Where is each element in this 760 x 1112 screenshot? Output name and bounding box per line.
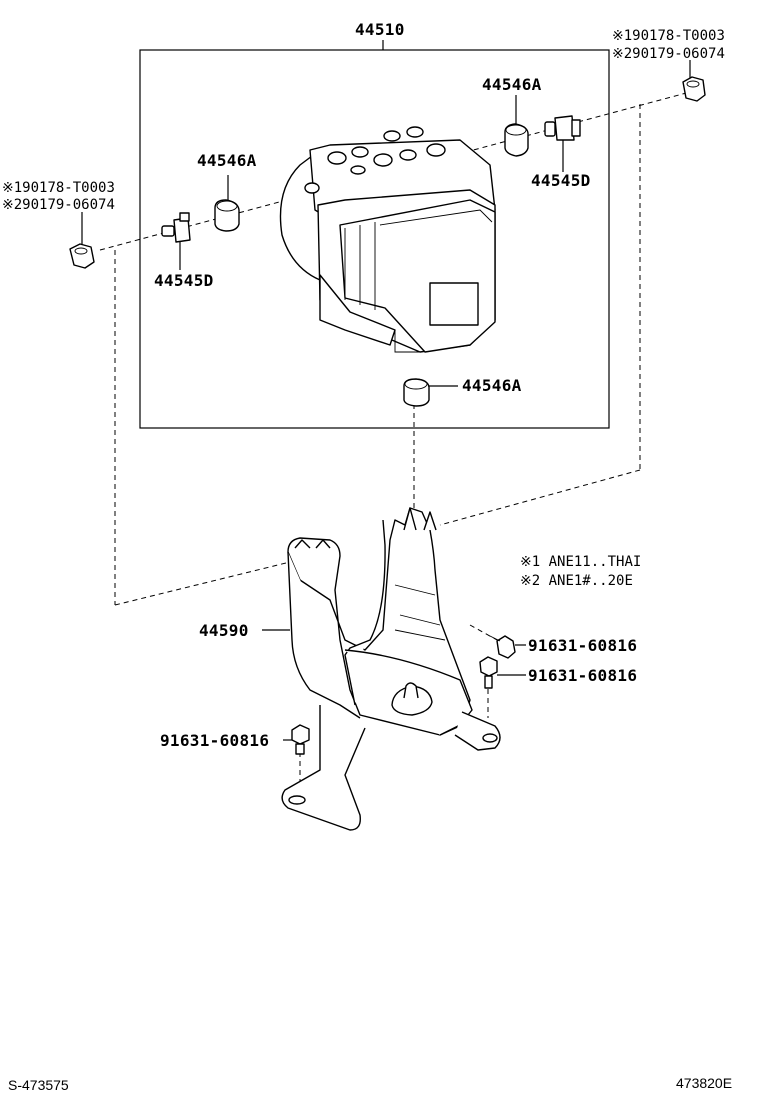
label-bolt-b: 91631-60816 xyxy=(528,666,637,685)
bolt-right xyxy=(544,115,581,141)
label-bolt-right: 44545D xyxy=(531,171,591,190)
note-2: ※2 ANE1#..20E xyxy=(520,573,633,589)
actuator-bracket xyxy=(281,507,501,831)
alignment-line-main xyxy=(99,91,691,251)
bolt-a xyxy=(489,635,516,659)
alignment-line-right-bottom xyxy=(439,469,641,526)
label-nut-left-2: ※290179-06074 xyxy=(2,197,115,213)
label-nut-right-1: ※190178-T0003 xyxy=(612,28,725,44)
bolt-left xyxy=(161,212,191,243)
label-bolt-left: 44545D xyxy=(154,271,214,290)
label-bolt-a: 91631-60816 xyxy=(528,636,637,655)
nut-right xyxy=(682,76,706,102)
footer-left-code: S-473575 xyxy=(8,1077,69,1093)
note-1: ※1 ANE11..THAI xyxy=(520,554,641,570)
actuator-assembly-frame xyxy=(139,49,610,429)
alignment-line-left-bottom xyxy=(114,561,291,606)
label-actuator: 44510 xyxy=(355,20,405,39)
label-cushion-upper-right: 44546A xyxy=(482,75,542,94)
label-bolt-c: 91631-60816 xyxy=(160,731,269,750)
bolt-c xyxy=(291,724,310,755)
nut-left xyxy=(69,243,95,269)
label-nut-right-2: ※290179-06074 xyxy=(612,46,725,62)
label-nut-left-1: ※190178-T0003 xyxy=(2,180,115,196)
cushion-bottom xyxy=(403,378,430,407)
cushion-left xyxy=(214,199,240,232)
label-cushion-left: 44546A xyxy=(197,151,257,170)
bolt-b xyxy=(479,656,498,689)
label-bracket: 44590 xyxy=(199,621,249,640)
footer-right-code: 473820E xyxy=(676,1075,732,1091)
label-cushion-bottom: 44546A xyxy=(462,376,522,395)
abs-actuator-unit xyxy=(279,126,496,353)
cushion-upper-right xyxy=(504,123,529,157)
